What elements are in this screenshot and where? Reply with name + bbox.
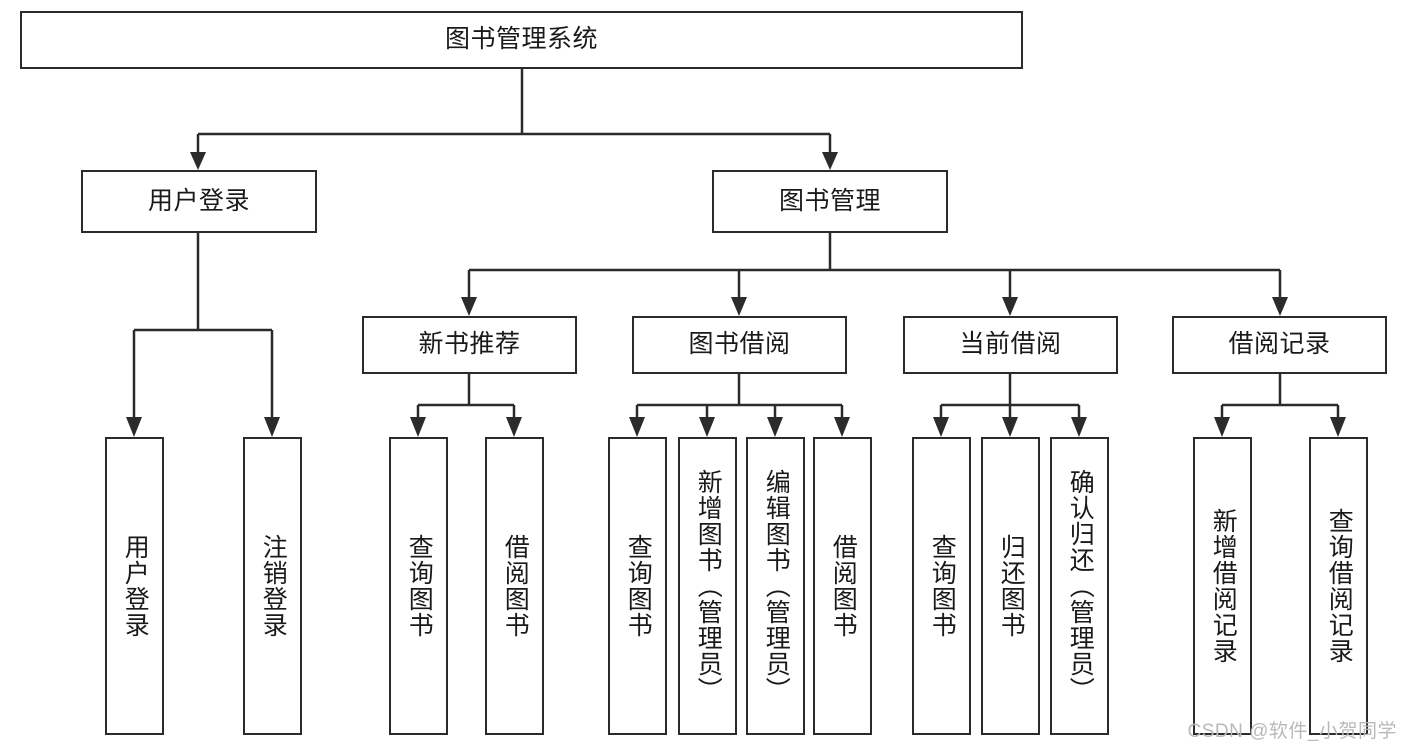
leaf-add-record-label: 新增借阅记录 [1209, 508, 1238, 664]
leaf-add-book[interactable]: 新增图书（管理员） [678, 437, 737, 735]
leaf-query-book-2[interactable]: 查询图书 [608, 437, 667, 735]
node-book-borrow-label: 图书借阅 [688, 330, 791, 359]
arrow-current-borrow-leaf-3 [1071, 417, 1087, 437]
arrow-book-borrow-leaf-2 [699, 417, 715, 437]
leaf-confirm-return[interactable]: 确认归还（管理员） [1050, 437, 1109, 735]
node-new-book-rec-label: 新书推荐 [418, 330, 521, 359]
leaf-confirm-return-label: 确认归还（管理员） [1066, 469, 1095, 703]
node-book-manage-label: 图书管理 [778, 186, 881, 215]
arrow-book-borrow-leaf-3 [767, 417, 783, 437]
arrow-new-book-rec-leaf-2 [506, 417, 522, 437]
node-new-book-rec[interactable]: 新书推荐 [362, 316, 577, 374]
leaf-query-record-label: 查询借阅记录 [1325, 508, 1354, 664]
node-root[interactable]: 图书管理系统 [20, 11, 1023, 69]
arrow-user-login-leaf-1 [126, 417, 142, 437]
leaf-query-record[interactable]: 查询借阅记录 [1309, 437, 1368, 735]
leaf-borrow-book-1-label: 借阅图书 [501, 534, 530, 638]
arrow-book-borrow-leaf-1 [629, 417, 645, 437]
leaf-query-book-3[interactable]: 查询图书 [912, 437, 971, 735]
node-book-manage[interactable]: 图书管理 [712, 170, 948, 233]
node-borrow-record[interactable]: 借阅记录 [1172, 316, 1387, 374]
leaf-query-book-1[interactable]: 查询图书 [389, 437, 448, 735]
arrow-to-book-borrow [731, 297, 747, 316]
leaf-return-book[interactable]: 归还图书 [981, 437, 1040, 735]
leaf-logout-label: 注销登录 [259, 534, 288, 638]
node-current-borrow[interactable]: 当前借阅 [903, 316, 1118, 374]
node-user-login-label: 用户登录 [147, 186, 250, 215]
leaf-user-login-label: 用户登录 [121, 534, 150, 638]
leaf-add-record[interactable]: 新增借阅记录 [1193, 437, 1252, 735]
leaf-borrow-book-2-label: 借阅图书 [829, 534, 858, 638]
node-root-label: 图书管理系统 [444, 25, 598, 54]
leaf-user-login[interactable]: 用户登录 [105, 437, 164, 735]
arrow-borrow-record-leaf-1 [1214, 417, 1230, 437]
leaf-edit-book-label: 编辑图书（管理员） [762, 469, 791, 703]
arrow-root-to-user-login [190, 152, 206, 170]
leaf-query-book-1-label: 查询图书 [405, 534, 434, 638]
arrow-current-borrow-leaf-1 [933, 417, 949, 437]
csdn-watermark: CSDN @软件_小贺同学 [1187, 721, 1397, 742]
node-current-borrow-label: 当前借阅 [959, 330, 1062, 359]
arrow-to-borrow-record [1272, 297, 1288, 316]
leaf-borrow-book-2[interactable]: 借阅图书 [813, 437, 872, 735]
leaf-logout[interactable]: 注销登录 [243, 437, 302, 735]
arrow-current-borrow-leaf-2 [1002, 417, 1018, 437]
arrow-to-current-borrow [1002, 297, 1018, 316]
arrow-borrow-record-leaf-2 [1330, 417, 1346, 437]
arrow-to-new-book-rec [461, 297, 477, 316]
leaf-query-book-3-label: 查询图书 [928, 534, 957, 638]
arrow-new-book-rec-leaf-1 [410, 417, 426, 437]
leaf-query-book-2-label: 查询图书 [624, 534, 653, 638]
leaf-edit-book[interactable]: 编辑图书（管理员） [746, 437, 805, 735]
leaf-return-book-label: 归还图书 [997, 534, 1026, 638]
leaf-borrow-book-1[interactable]: 借阅图书 [485, 437, 544, 735]
arrow-root-to-book-manage [822, 152, 838, 170]
arrow-user-login-leaf-2 [264, 417, 280, 437]
leaf-add-book-label: 新增图书（管理员） [694, 469, 723, 703]
node-user-login[interactable]: 用户登录 [81, 170, 317, 233]
arrow-book-borrow-leaf-4 [834, 417, 850, 437]
node-book-borrow[interactable]: 图书借阅 [632, 316, 847, 374]
node-borrow-record-label: 借阅记录 [1228, 330, 1331, 359]
